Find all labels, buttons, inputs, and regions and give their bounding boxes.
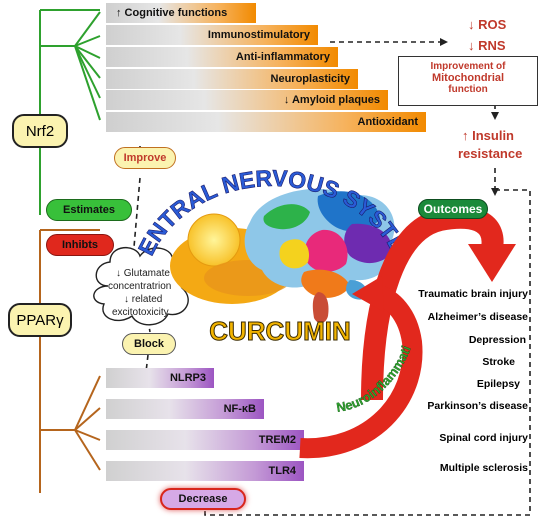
target-label: TREM2 xyxy=(258,434,296,446)
outcomes-pill: Outcomes xyxy=(418,199,488,219)
outcomes-label: Outcomes xyxy=(423,202,483,216)
effect-label: Immunostimulatory xyxy=(207,29,310,41)
effect-bar: ↓ Amyloid plaques xyxy=(106,90,388,110)
effect-label: ↑ Cognitive functions xyxy=(116,7,228,19)
ppar-box: PPARγ xyxy=(8,303,72,337)
inhibits-label: Inhibts xyxy=(61,239,99,251)
effect-bar: Immunostimulatory xyxy=(106,25,318,45)
mito-line3: function xyxy=(448,84,488,95)
target-label: NLRP3 xyxy=(169,372,206,384)
effect-bar: Anti-inflammatory xyxy=(106,47,338,67)
glutamate-line3: ↓ related xyxy=(124,294,163,305)
effect-label: Anti-inflammatory xyxy=(235,51,330,63)
estimates-label: Estimates xyxy=(63,204,115,216)
target-label: TLR4 xyxy=(268,465,297,477)
effect-bar: Antioxidant xyxy=(106,112,426,132)
outcomes-arrow xyxy=(361,206,516,401)
disease-item: Parkinson’s disease xyxy=(427,400,528,412)
rns-text: ↓ RNS xyxy=(468,38,506,53)
inhibits-pill: Inhibts xyxy=(46,234,114,256)
glutamate-line2: concentratrion xyxy=(108,281,172,292)
curcumin-title: CURCUMIN xyxy=(209,316,351,346)
decrease-label: Decrease xyxy=(178,493,228,505)
improve-label: Improve xyxy=(123,152,167,164)
ros-text: ↓ ROS xyxy=(468,17,507,32)
disease-item: Alzheimer’s disease xyxy=(427,311,528,323)
effect-label: Antioxidant xyxy=(357,116,419,128)
insulin-line1: ↑ Insulin xyxy=(462,128,514,143)
brain-image xyxy=(244,188,395,324)
nrf2-box: Nrf2 xyxy=(12,114,68,148)
improve-pill: Improve xyxy=(114,147,176,169)
glutamate-line1: ↓ Glutamate xyxy=(116,268,170,279)
effect-label: Neuroplasticity xyxy=(270,73,350,85)
block-pill: Block xyxy=(122,333,176,355)
insulin-line2: resistance xyxy=(458,146,523,161)
glutamate-line4: excitotoxicity xyxy=(112,307,169,318)
disease-item: Epilepsy xyxy=(476,378,520,390)
neuroinflammation-arrow xyxy=(299,276,423,459)
disease-item: Spinal cord injury xyxy=(439,432,528,444)
target-bar: TLR4 xyxy=(106,461,304,481)
decrease-pill: Decrease xyxy=(160,488,246,510)
target-bar: NF-κB xyxy=(106,399,264,419)
mito-line1: Improvement of xyxy=(430,61,506,72)
disease-item: Stroke xyxy=(482,356,515,368)
target-bar: NLRP3 xyxy=(106,368,214,388)
target-label: NF-κB xyxy=(223,403,256,415)
estimates-pill: Estimates xyxy=(46,199,132,221)
nrf2-label: Nrf2 xyxy=(25,122,55,140)
disease-item: Traumatic brain injury xyxy=(418,288,528,300)
effect-label: ↓ Amyloid plaques xyxy=(283,94,380,106)
ppar-label: PPARγ xyxy=(16,311,64,329)
disease-item: Depression xyxy=(468,334,526,346)
effect-bar: ↑ Cognitive functions xyxy=(106,3,256,23)
effect-bar: Neuroplasticity xyxy=(106,69,358,89)
block-label: Block xyxy=(134,338,164,350)
target-bar: TREM2 xyxy=(106,430,304,450)
mitochondrial-box: Improvement of Mitochondrial function xyxy=(398,56,538,106)
disease-item: Multiple sclerosis xyxy=(439,462,528,474)
mito-line2: Mitochondrial xyxy=(431,72,505,84)
